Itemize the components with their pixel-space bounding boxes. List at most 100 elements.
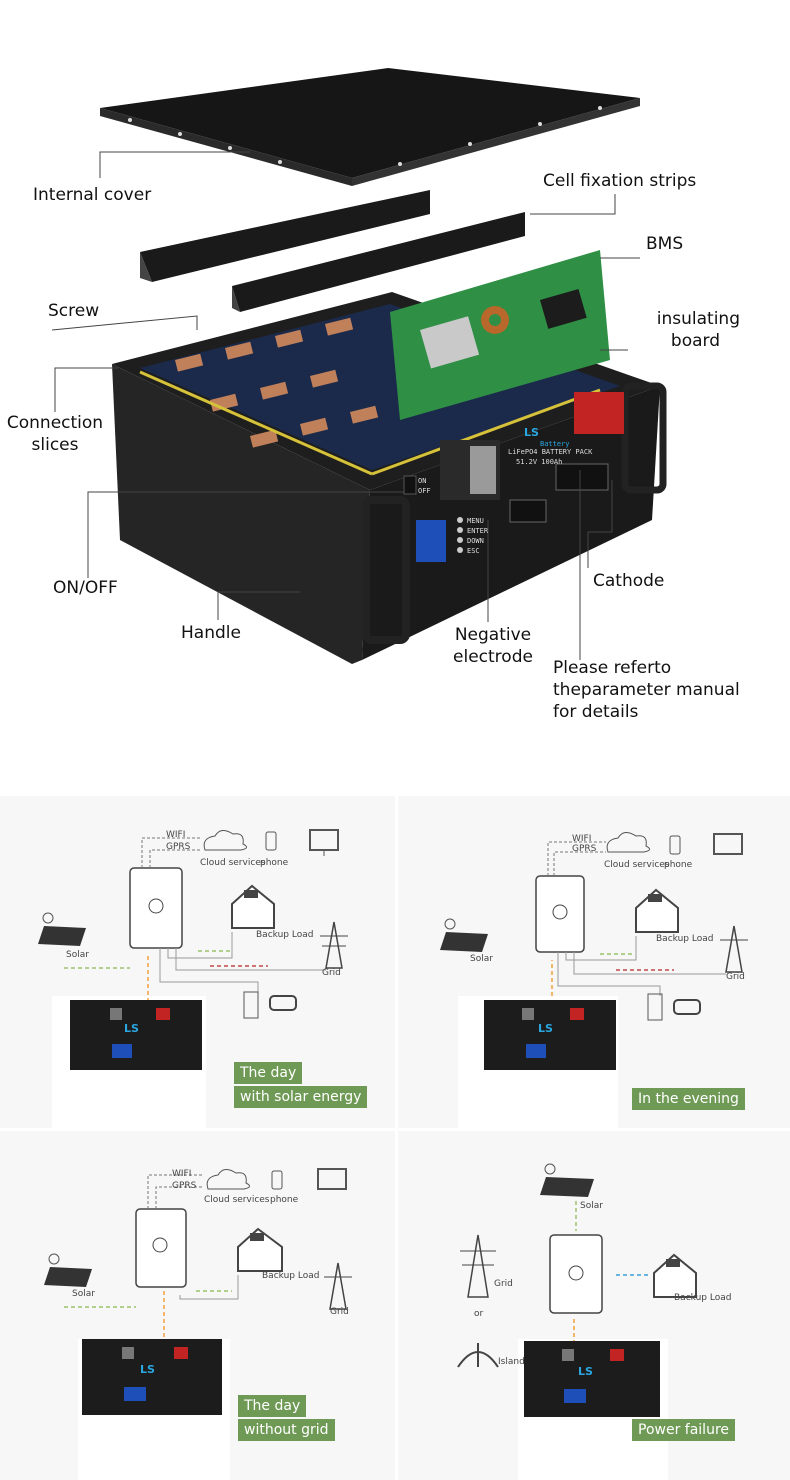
grid-label: Grid	[322, 968, 341, 978]
on-label: ON	[418, 477, 427, 485]
phone-label: phone	[260, 858, 289, 868]
cloud-icon	[203, 830, 247, 851]
solar-label: Solar	[66, 950, 89, 960]
ls-logo: LS	[124, 1022, 139, 1035]
badge-line-2: with solar energy	[234, 1086, 368, 1108]
ls-logo: LS	[140, 1363, 155, 1376]
solar-label: Solar	[580, 1201, 603, 1211]
grid-tower-icon	[329, 1262, 347, 1310]
exploded-battery-diagram	[51, 68, 667, 664]
house-icon	[653, 1253, 697, 1298]
wifi-label: WIFI	[172, 1169, 192, 1179]
battery-unit-icon	[70, 1000, 202, 1070]
pack-line-2: 51.2V 100Ah	[516, 458, 563, 466]
esc-label: ESC	[467, 547, 480, 555]
solar-label: Solar	[72, 1289, 95, 1299]
house-icon	[231, 884, 275, 929]
wifi-label: WIFI	[572, 834, 592, 844]
label-connection-1: Connection	[6, 413, 104, 433]
off-label: OFF	[418, 487, 431, 495]
cloud-icon	[206, 1169, 250, 1190]
backup-label: Backup Load	[256, 930, 314, 940]
internal-cover-plate	[100, 68, 640, 186]
gprs-label: GPRS	[172, 1181, 197, 1191]
solar-panel-icon	[44, 1267, 92, 1287]
cell-fixation-strips	[140, 190, 525, 312]
inverter-icon	[135, 1208, 187, 1288]
ls-logo-sub: Battery	[540, 440, 570, 448]
label-negative-2: electrode	[453, 647, 533, 667]
cloud-icon	[606, 832, 650, 853]
solar-panel-icon	[540, 1177, 594, 1197]
grid-label: Grid	[726, 972, 745, 982]
label-cathode: Cathode	[593, 571, 665, 591]
battery-unit-icon	[484, 1000, 616, 1070]
battery-unit-icon	[524, 1341, 660, 1417]
wifi-label: WIFI	[166, 830, 186, 840]
cloud-label: Cloud services	[204, 1195, 270, 1205]
panel-day-solar: WIFI GPRS Cloud services phone Solar Bac…	[0, 796, 395, 1128]
panel-evening: WIFI GPRS Cloud services phone Solar Bac…	[398, 796, 790, 1128]
cloud-label: Cloud services	[604, 860, 670, 870]
label-negative-1: Negative	[454, 625, 532, 645]
phone-label: phone	[270, 1195, 299, 1205]
solar-label: Solar	[470, 954, 493, 964]
badge-line-2: without grid	[238, 1419, 335, 1441]
badge-line-1: The day	[238, 1395, 307, 1417]
label-manual-1: Please referto	[553, 658, 672, 678]
gprs-label: GPRS	[166, 842, 191, 852]
label-on-off: ON/OFF	[53, 578, 118, 598]
island-label: Island	[498, 1357, 525, 1367]
backup-label: Backup Load	[674, 1293, 732, 1303]
badge-line-1: In the evening	[632, 1088, 745, 1110]
enter-label: ENTER	[467, 527, 489, 535]
label-insulating-2: board	[670, 331, 720, 351]
car-icon	[269, 995, 297, 1011]
badge-line-1: Power failure	[632, 1419, 735, 1441]
or-label: or	[474, 1309, 484, 1319]
monitor-icon	[317, 1168, 347, 1190]
label-handle: Handle	[181, 623, 241, 643]
label-manual-3: for details	[553, 702, 639, 722]
label-cell-fixation-strips: Cell fixation strips	[543, 171, 697, 191]
leader-lines	[51, 151, 640, 660]
house-icon	[237, 1227, 283, 1272]
battery-unit-icon	[82, 1339, 222, 1415]
ls-logo: LS	[524, 426, 539, 439]
phone-label: phone	[664, 860, 693, 870]
backup-label: Backup Load	[262, 1271, 320, 1281]
label-internal-cover: Internal cover	[33, 185, 152, 205]
phone-icon	[265, 831, 277, 851]
ls-logo: LS	[538, 1022, 553, 1035]
backup-label: Backup Load	[656, 934, 714, 944]
inverter-icon	[535, 875, 585, 953]
grid-label: Grid	[494, 1279, 513, 1289]
phone-icon	[271, 1170, 283, 1190]
label-bms: BMS	[646, 234, 684, 254]
label-connection-2: slices	[31, 435, 79, 455]
ev-charger-icon	[243, 991, 259, 1019]
phone-icon	[669, 835, 681, 855]
bms-board	[390, 250, 610, 420]
solar-panel-icon	[38, 926, 86, 946]
down-label: DOWN	[467, 537, 484, 545]
label-screw: Screw	[48, 301, 100, 321]
grid-tower-icon	[325, 921, 343, 969]
inverter-icon	[549, 1234, 603, 1314]
menu-label: MENU	[467, 517, 484, 525]
car-icon	[673, 999, 701, 1015]
cloud-label: Cloud services	[200, 858, 266, 868]
grid-label: Grid	[330, 1307, 349, 1317]
panel-power-failure: Solar Backup Load Grid or Island LS Powe…	[398, 1131, 790, 1480]
monitor-icon	[713, 833, 743, 855]
ev-charger-icon	[647, 993, 663, 1021]
solar-panel-icon	[440, 932, 488, 952]
label-insulating-1: insulating	[656, 309, 740, 329]
grid-tower-icon	[467, 1234, 489, 1298]
panel-day-no-grid: WIFI GPRS Cloud services phone Solar Bac…	[0, 1131, 395, 1480]
ls-logo: LS	[578, 1365, 593, 1378]
grid-tower-icon	[725, 925, 743, 973]
badge-line-1: The day	[234, 1062, 303, 1084]
pack-line-1: LiFePO4 BATTERY PACK	[508, 448, 593, 456]
monitor-icon	[309, 829, 339, 851]
